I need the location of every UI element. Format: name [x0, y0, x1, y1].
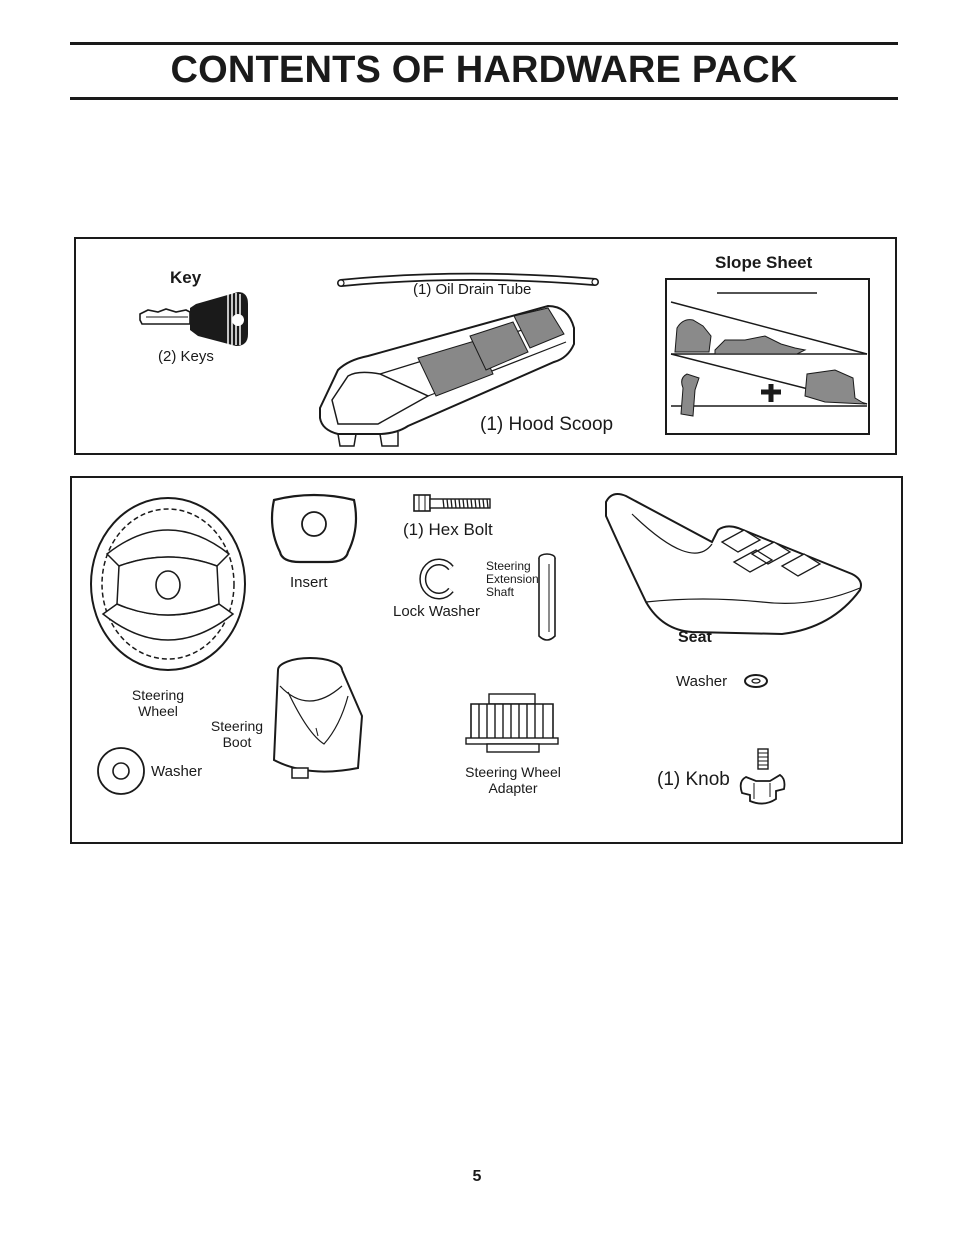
steering-boot-label: Steering Boot — [203, 718, 271, 750]
extension-shaft-label-line3: Shaft — [486, 585, 515, 599]
page-title: CONTENTS OF HARDWARE PACK — [170, 49, 798, 91]
steering-boot-icon — [272, 657, 364, 779]
seat-washer-icon — [744, 674, 768, 688]
adapter-icon — [465, 693, 559, 753]
steering-boot-label-line1: Steering — [210, 718, 264, 734]
extension-shaft-icon — [538, 553, 556, 641]
extension-shaft-label-line1: Steering — [486, 559, 531, 573]
hood-scoop-label: (1) Hood Scoop — [480, 414, 614, 435]
steering-wheel-label-line1: Steering — [131, 687, 185, 703]
seat-icon — [605, 493, 862, 636]
keys-label: (2) Keys — [158, 348, 214, 365]
oil-drain-tube-icon — [337, 272, 599, 287]
adapter-label: Steering Wheel Adapter — [452, 764, 574, 796]
title-bar: CONTENTS OF HARDWARE PACK — [70, 42, 898, 100]
adapter-label-line2: Adapter — [488, 780, 538, 797]
adapter-label-line1: Steering Wheel — [465, 764, 561, 780]
hex-bolt-icon — [413, 494, 491, 512]
washer-icon — [97, 747, 145, 795]
slope-sheet-heading: Slope Sheet — [715, 253, 813, 272]
insert-label: Insert — [290, 574, 328, 591]
lock-washer-icon — [419, 558, 454, 600]
wheel-washer-label: Washer — [151, 763, 203, 780]
hood-scoop-icon — [319, 304, 575, 447]
steering-boot-label-line2: Boot — [222, 734, 252, 751]
seat-washer-label: Washer — [676, 673, 728, 690]
extension-shaft-label-line2: Extension — [486, 572, 539, 586]
slope-sheet-icon — [665, 278, 870, 435]
bottom-panel — [70, 476, 903, 844]
key-heading: Key — [170, 268, 202, 287]
key-icon — [139, 292, 248, 346]
steering-wheel-label: Steering Wheel — [122, 687, 194, 719]
insert-icon — [270, 493, 358, 564]
steering-wheel-icon — [90, 497, 246, 671]
seat-label: Seat — [678, 629, 712, 646]
extension-shaft-label: Steering Extension Shaft — [486, 560, 539, 599]
hex-bolt-label: (1) Hex Bolt — [403, 520, 493, 539]
top-panel — [74, 237, 897, 455]
page-number: 5 — [472, 1168, 482, 1185]
lock-washer-label: Lock Washer — [393, 603, 480, 620]
steering-wheel-label-line2: Wheel — [138, 703, 178, 720]
knob-icon — [739, 748, 786, 805]
knob-label: (1) Knob — [657, 769, 730, 790]
oil-drain-tube-label: (1) Oil Drain Tube — [413, 281, 532, 298]
